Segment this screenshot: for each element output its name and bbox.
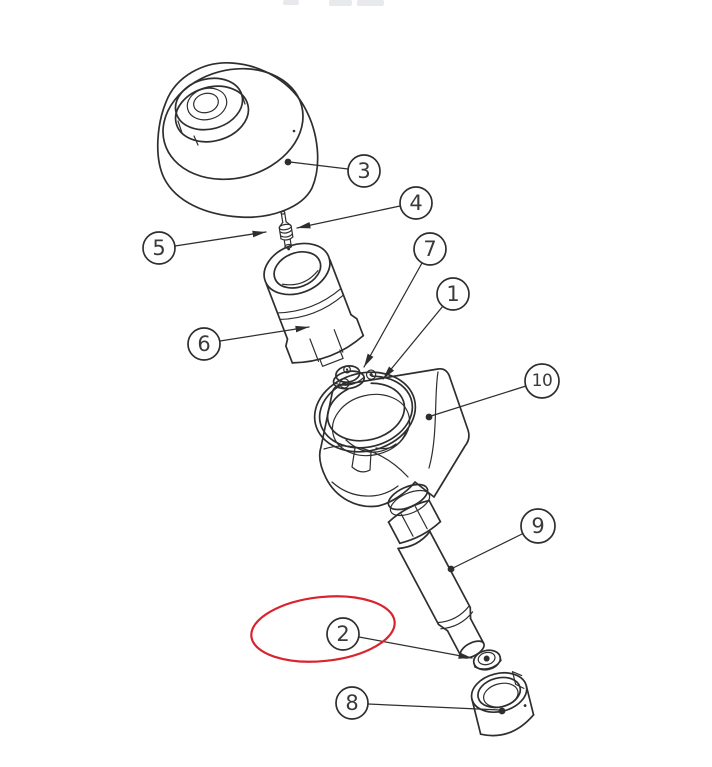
leader-4 [296, 205, 401, 229]
leader-3 [284, 158, 349, 170]
leader-8 [367, 703, 506, 715]
callout-10-label: 10 [532, 371, 553, 391]
line-art [156, 62, 535, 737]
cropped-text-artifact [283, 0, 384, 6]
part-2-washer [472, 649, 502, 671]
callout-9: 9 [520, 508, 556, 544]
part-8-nut [470, 671, 535, 737]
part-10-body [313, 367, 470, 508]
callouts: 3 4 5 7 1 6 10 9 2 8 [142, 154, 560, 720]
callout-5-label: 5 [152, 236, 165, 260]
callout-6-label: 6 [197, 332, 210, 356]
callout-7-label: 7 [423, 237, 436, 261]
callout-5: 5 [142, 231, 176, 265]
callout-7: 7 [413, 232, 447, 266]
callout-4: 4 [399, 186, 433, 220]
leader-9 [447, 533, 523, 573]
callout-6: 6 [187, 327, 221, 361]
leader-5 [174, 230, 267, 247]
part-3-dome-cap [156, 62, 319, 219]
part-9-stem [397, 530, 485, 659]
callout-2-label: 2 [336, 622, 349, 646]
callout-8: 8 [335, 686, 369, 720]
callout-9-label: 9 [531, 514, 544, 538]
leader-1 [382, 305, 444, 380]
callout-10: 10 [524, 363, 560, 399]
highlight-ellipse [250, 595, 396, 663]
leader-7 [363, 262, 423, 368]
leader-6 [219, 325, 310, 342]
leader-10 [425, 385, 527, 421]
callout-3-label: 3 [357, 159, 370, 183]
part-6-sleeve [263, 242, 365, 367]
stem-joint [387, 483, 442, 545]
leader-lines [174, 158, 527, 715]
callout-1-label: 1 [446, 282, 459, 306]
callout-4-label: 4 [409, 191, 422, 215]
callout-3: 3 [347, 154, 381, 188]
leader-2 [358, 636, 473, 659]
callout-2: 2 [326, 617, 360, 651]
callout-8-label: 8 [345, 691, 358, 715]
part-1-snap-ring [318, 369, 414, 449]
callout-1: 1 [436, 277, 470, 311]
part-4-5-valve-core [278, 210, 294, 251]
